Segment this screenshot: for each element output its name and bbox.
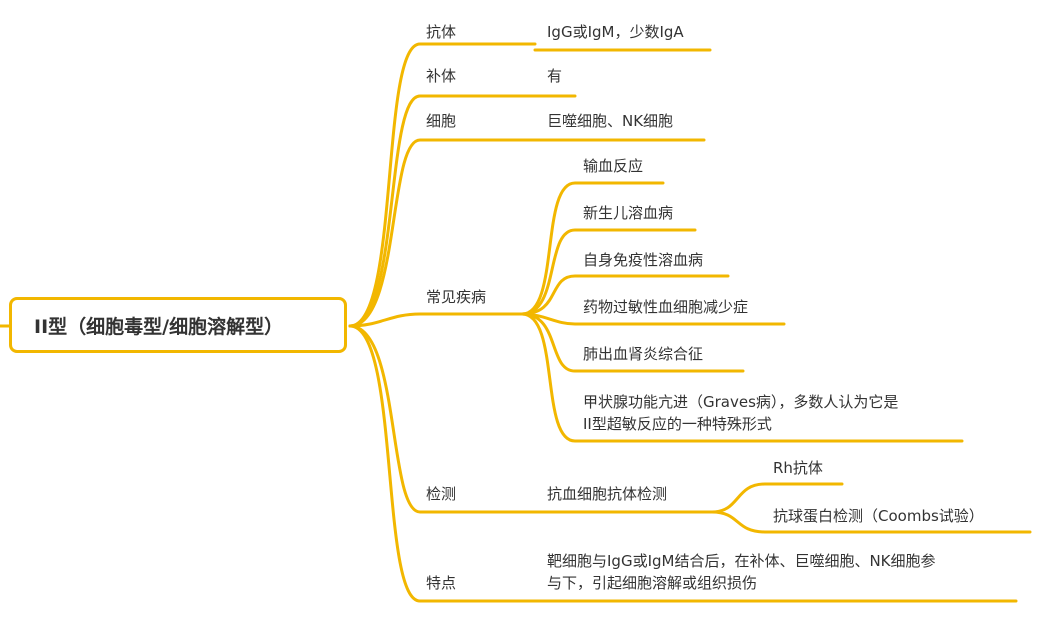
disease-item-graves-line2[interactable]: II型超敏反应的一种特殊形式 [583, 415, 772, 433]
branch-cells-value[interactable]: 巨噬细胞、NK细胞 [547, 112, 674, 130]
branch-detection-value[interactable]: 抗血细胞抗体检测 [547, 485, 668, 503]
edge-disease-5 [520, 312, 745, 373]
edge-disease-1 [520, 181, 665, 316]
edge-detection-sub-2 [710, 510, 1032, 534]
root-label: II型（细胞毒型/细胞溶解型） [34, 315, 284, 338]
edge-features [348, 324, 537, 603]
edge-cells [348, 138, 537, 328]
branch-antibody-label[interactable]: 抗体 [426, 23, 457, 41]
disease-item[interactable]: 新生儿溶血病 [583, 204, 674, 222]
branch-detection-label[interactable]: 检测 [426, 485, 457, 503]
disease-item-graves-line1[interactable]: 甲状腺功能亢进（Graves病），多数人认为它是 [583, 393, 899, 411]
branch-features-line1[interactable]: 靶细胞与IgG或IgM结合后，在补体、巨噬细胞、NK细胞参 [547, 552, 936, 570]
detection-sub-item[interactable]: Rh抗体 [773, 459, 823, 477]
detection-sub-item[interactable]: 抗球蛋白检测（Coombs试验） [773, 507, 984, 525]
edge-detection [348, 324, 537, 514]
branch-features-line2[interactable]: 与下，引起细胞溶解或组织损伤 [547, 574, 758, 592]
edge-disease-2 [520, 228, 697, 316]
edge-disease-6 [520, 312, 964, 443]
branch-features-label[interactable]: 特点 [426, 574, 457, 592]
disease-item[interactable]: 肺出血肾炎综合征 [583, 345, 704, 363]
branch-complement-label[interactable]: 补体 [426, 67, 457, 85]
edge-diseases [348, 312, 524, 328]
edge-complement [348, 94, 537, 328]
root-node[interactable]: II型（细胞毒型/细胞溶解型） [9, 297, 347, 353]
branch-diseases-label[interactable]: 常见疾病 [426, 288, 487, 306]
branch-antibody-value[interactable]: IgG或IgM，少数IgA [547, 23, 684, 41]
edge-antibody [348, 42, 537, 328]
disease-item[interactable]: 药物过敏性血细胞减少症 [583, 298, 749, 316]
disease-item[interactable]: 自身免疫性溶血病 [583, 251, 704, 269]
edge-detection-sub-1 [710, 482, 844, 514]
branch-complement-value[interactable]: 有 [547, 67, 563, 85]
branch-cells-label[interactable]: 细胞 [426, 112, 457, 130]
disease-item[interactable]: 输血反应 [583, 157, 644, 175]
edge-disease-3 [520, 274, 730, 316]
